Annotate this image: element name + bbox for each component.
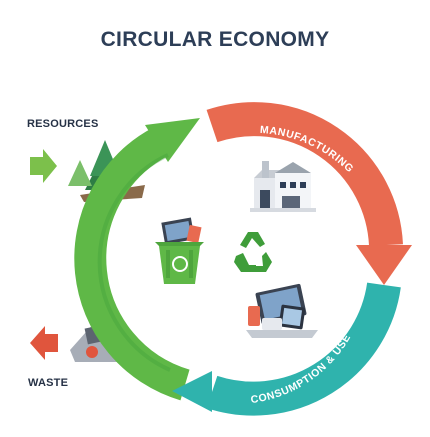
- consumption-arrow: [172, 282, 401, 416]
- recycle-icon: [234, 232, 272, 272]
- recycle-bin-icon: [155, 217, 204, 284]
- resources-label: RESOURCES: [27, 118, 99, 130]
- waste-arrow: [30, 326, 58, 360]
- manufacturing-arrow: [206, 102, 412, 285]
- page-title: CIRCULAR ECONOMY: [100, 28, 330, 51]
- recycling-arrow: [74, 118, 200, 401]
- waste-label: WASTE: [28, 377, 69, 389]
- recycling-label: RECYCLING: [114, 219, 134, 289]
- resources-arrow: [30, 149, 57, 183]
- devices-icon: [246, 283, 318, 338]
- factory-icon: [250, 161, 316, 212]
